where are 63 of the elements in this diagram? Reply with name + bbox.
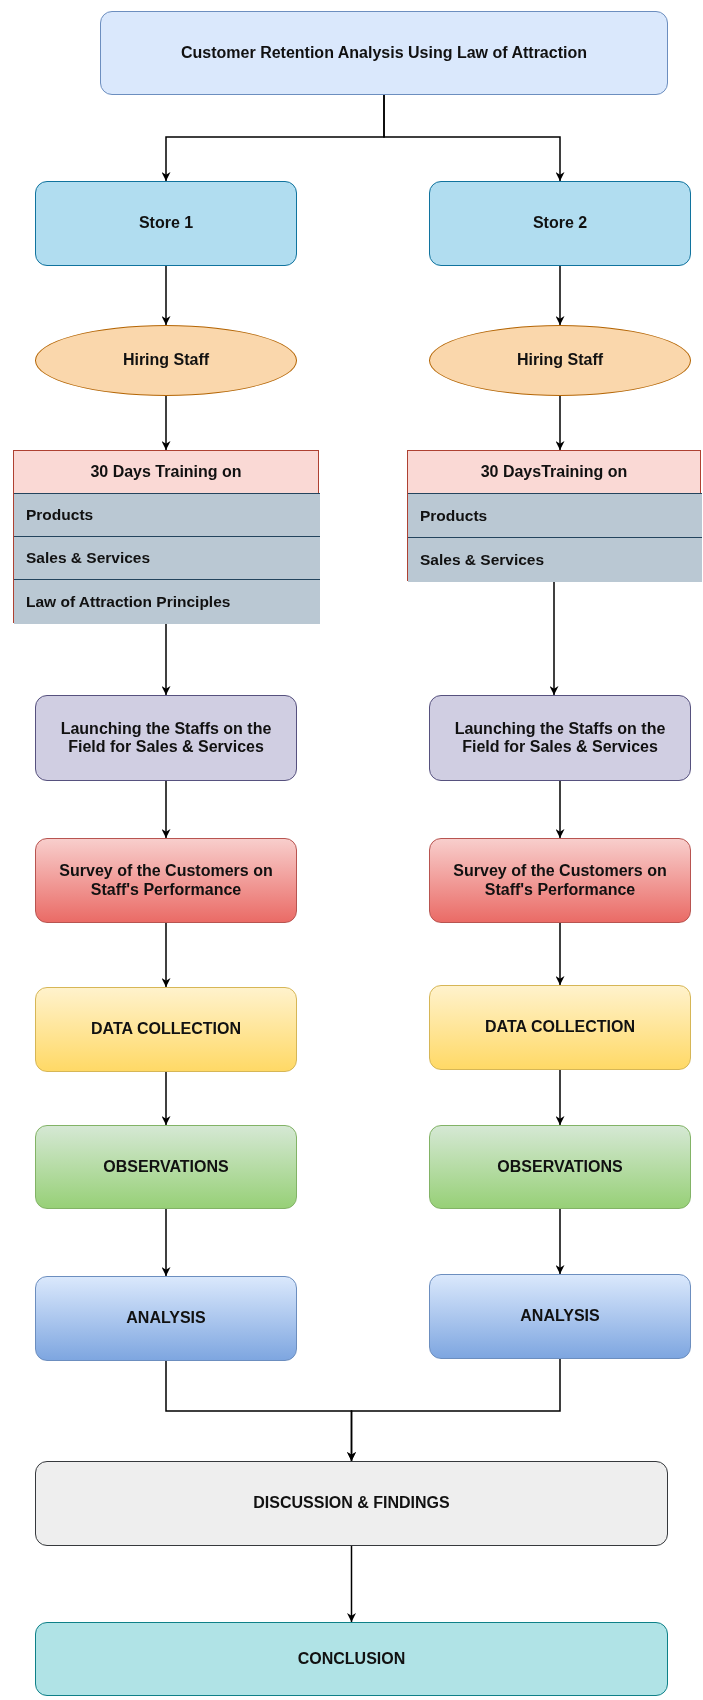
process-box: [429, 838, 691, 923]
node-label: Store 1: [137, 214, 195, 233]
node-label: Customer Retention Analysis Using Law of Attraction: [180, 43, 588, 63]
node-label: ANALYSIS: [519, 1307, 601, 1326]
process-box: [35, 987, 297, 1072]
arrow: [555, 780, 565, 839]
node-label: Hiring Staff: [121, 351, 211, 370]
node-label: OBSERVATIONS: [102, 1157, 230, 1177]
table-box: [407, 450, 701, 581]
arrow: [161, 622, 171, 696]
arrow: [161, 922, 171, 988]
node-label: DATA COLLECTION: [90, 1020, 242, 1039]
arrow: [347, 1545, 356, 1623]
node-label: ANALYSIS: [125, 1309, 207, 1328]
node-label: Law of Attraction Principles: [25, 593, 232, 611]
arrow: [383, 94, 565, 182]
arrow: [555, 265, 565, 326]
title-box: [100, 11, 668, 95]
process-box: [35, 1276, 297, 1361]
process-box: [35, 838, 297, 923]
process-box: [35, 181, 297, 266]
node-label: Hiring Staff: [515, 351, 605, 370]
node-label: Products: [419, 506, 489, 525]
node-label: DISCUSSION & FINDINGS: [252, 1494, 451, 1513]
table-row: [14, 536, 320, 579]
process-box: [35, 1461, 668, 1546]
arrow: [555, 922, 565, 986]
node-label: Survey of the Customers on Staff's Performance: [452, 862, 668, 899]
table-heading: 30 Days Training on: [89, 462, 243, 482]
table-heading: 30 DaysTraining on: [479, 462, 629, 482]
process-box: [429, 1274, 691, 1359]
table-box: [13, 450, 319, 623]
node-label: Launching the Staffs on the Field for Sales & Services: [59, 719, 273, 757]
arrow: [161, 1071, 171, 1126]
process-box: [429, 1125, 691, 1209]
arrow: [161, 265, 171, 326]
process-box: [429, 181, 691, 266]
table-row: [408, 537, 702, 582]
arrow: [555, 395, 565, 451]
node-label: Sales & Services: [25, 549, 152, 567]
node-label: Launching the Staffs on the Field for Sales & Services: [453, 719, 667, 757]
process-box: [35, 695, 297, 781]
node-label: Sales & Services: [419, 551, 546, 569]
arrow: [161, 1208, 171, 1277]
node-label: DATA COLLECTION: [484, 1018, 636, 1037]
node-label: Store 2: [531, 214, 589, 233]
table-row: [14, 579, 320, 624]
arrow: [549, 580, 559, 696]
arrow: [555, 1069, 565, 1126]
node-label: CONCLUSION: [296, 1649, 407, 1669]
arrow: [161, 780, 171, 839]
process-box: [35, 1622, 668, 1696]
process-box: [429, 695, 691, 781]
arrow: [161, 395, 171, 451]
process-box: [429, 985, 691, 1070]
table-row: [408, 493, 702, 537]
table-row: [14, 493, 320, 536]
arrow: [555, 1208, 565, 1275]
node-label: Survey of the Customers on Staff's Performance: [58, 862, 274, 899]
node-label: OBSERVATIONS: [496, 1157, 624, 1177]
arrow: [347, 1358, 561, 1462]
node-label: Products: [25, 506, 95, 524]
process-box: [35, 1125, 297, 1209]
